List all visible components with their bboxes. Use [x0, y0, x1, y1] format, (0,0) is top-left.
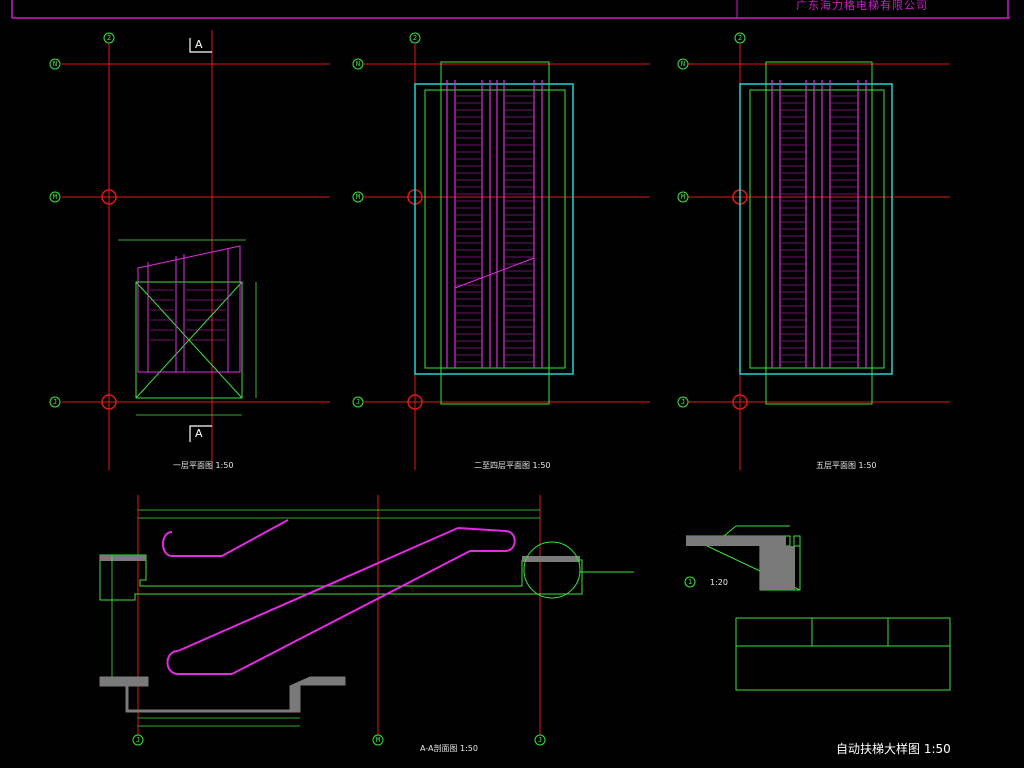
plan2-title: 二至四层平面图 1:50	[474, 461, 551, 470]
axis-label-row3-plan2: J	[355, 398, 361, 406]
axis-label-row2-plan3: M	[680, 193, 686, 201]
axis-label-col-plan2: 2	[412, 34, 418, 42]
axis-label-row1-plan1: N	[52, 60, 58, 68]
sheet-title: 自动扶梯大样图 1:50	[836, 742, 951, 756]
plan1-title: 一层平面图 1:50	[173, 461, 234, 470]
section-cut-markers	[189, 38, 212, 442]
axis-label-row3-plan3: J	[680, 398, 686, 406]
detail-edge-1-20	[684, 525, 801, 591]
title-table	[735, 617, 951, 691]
axis-label-section-left: J	[135, 736, 141, 744]
axis-label-section-mid: M	[375, 736, 381, 744]
axis-label-row2-plan2: M	[355, 193, 361, 201]
plan-fifth-floor	[739, 61, 893, 405]
axis-label-row1-plan3: N	[680, 60, 686, 68]
axis-label-row1-plan2: N	[355, 60, 361, 68]
plan-first-floor	[118, 239, 257, 416]
axis-label-row3-plan1: J	[52, 398, 58, 406]
title-block-frame	[11, 0, 1010, 19]
axis-label-col-plan3: 2	[737, 34, 743, 42]
plan-floors-2-4	[414, 61, 574, 405]
axis-label-col-plan1: 2	[106, 34, 112, 42]
detail-title: 1:20	[710, 578, 728, 587]
axis-label-section-right: J	[537, 736, 543, 744]
section-cut-label-top: A	[195, 38, 203, 51]
title-block-strip: 广东海力格电梯有限公司	[0, 0, 1024, 20]
grid-axis-bubbles	[49, 32, 746, 746]
section-title: A-A剖面图 1:50	[420, 744, 478, 753]
section-cut-label-bottom: A	[195, 427, 203, 440]
detail-index-number: 1	[687, 578, 693, 586]
plan3-title: 五层平面图 1:50	[816, 461, 877, 470]
grid-lines	[62, 30, 950, 735]
section-a-a	[99, 509, 634, 727]
axis-label-row2-plan1: M	[52, 193, 58, 201]
company-name: 广东海力格电梯有限公司	[796, 0, 928, 12]
